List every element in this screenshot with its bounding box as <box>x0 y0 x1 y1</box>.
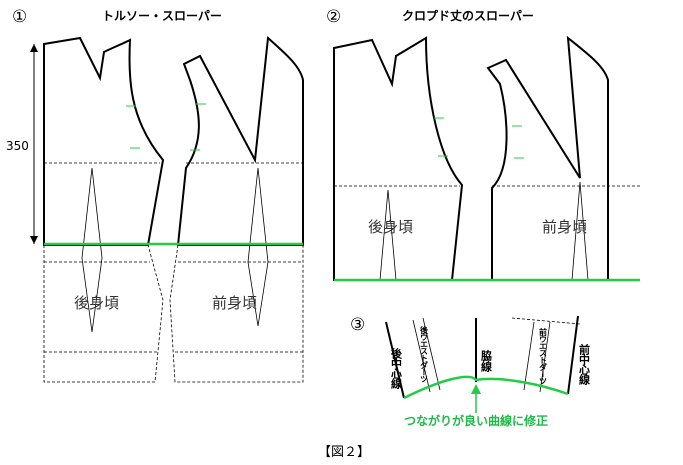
back-cropped-dart <box>379 189 397 281</box>
panel-3-number: ③ <box>350 315 365 335</box>
front-center-label: 前中心線 <box>578 343 591 386</box>
back-dart-line-1 <box>412 319 431 393</box>
panel-1: ① トルソー・スローパー 350 後身頃 前身頃 <box>6 7 304 383</box>
front-waist-dart <box>247 167 269 327</box>
back-cropped-label: 後身頃 <box>368 218 413 236</box>
arrow-up-icon <box>471 384 481 394</box>
front-hip-extension <box>169 244 304 383</box>
front-dart-label: 前ウエストダーツ <box>539 327 548 385</box>
panel-1-number: ① <box>12 7 27 27</box>
front-dart-line-1 <box>523 321 535 391</box>
back-hip-extension <box>43 244 164 383</box>
dimension-label: 350 <box>6 139 29 153</box>
back-cropped-outline <box>333 36 464 281</box>
correction-note: つながりが良い曲線に修正 <box>404 413 548 428</box>
front-dart-line-2 <box>539 321 551 393</box>
back-bodice-outline <box>43 36 165 246</box>
front-guide-line <box>511 317 581 325</box>
panel-2: ② クロプド丈のスローパー 後身頃 前身頃 <box>326 7 640 282</box>
figure-caption: 【図２】 <box>318 445 370 460</box>
front-bodice-label: 前身頃 <box>212 294 257 312</box>
front-center-line <box>567 315 579 395</box>
back-center-line <box>385 321 405 399</box>
back-waist-dart <box>81 167 103 333</box>
corrected-curve <box>403 375 569 400</box>
side-seam-label: 脇線 <box>480 349 493 373</box>
panel-2-number: ② <box>326 7 341 27</box>
back-dart-line-2 <box>422 317 441 391</box>
back-bodice-label: 後身頃 <box>74 294 119 312</box>
panel-2-title: クロプド丈のスローパー <box>402 8 534 23</box>
front-bodice-outline <box>176 35 304 246</box>
dimension-arrow-bottom <box>30 236 38 244</box>
front-cropped-dart <box>571 181 589 281</box>
back-dart-label: 後ウエストダーツ <box>419 325 429 383</box>
panel-1-title: トルソー・スローパー <box>102 9 222 23</box>
front-cropped-outline <box>486 35 609 281</box>
back-center-label: 後中心線 <box>390 347 403 390</box>
dimension-arrow-top <box>30 44 38 52</box>
front-cropped-label: 前身頃 <box>542 218 587 236</box>
panel-3: ③ 後中心線 後ウエストダーツ 脇線 前ウエストダーツ 前中心線 つながりが良い… <box>350 315 591 428</box>
